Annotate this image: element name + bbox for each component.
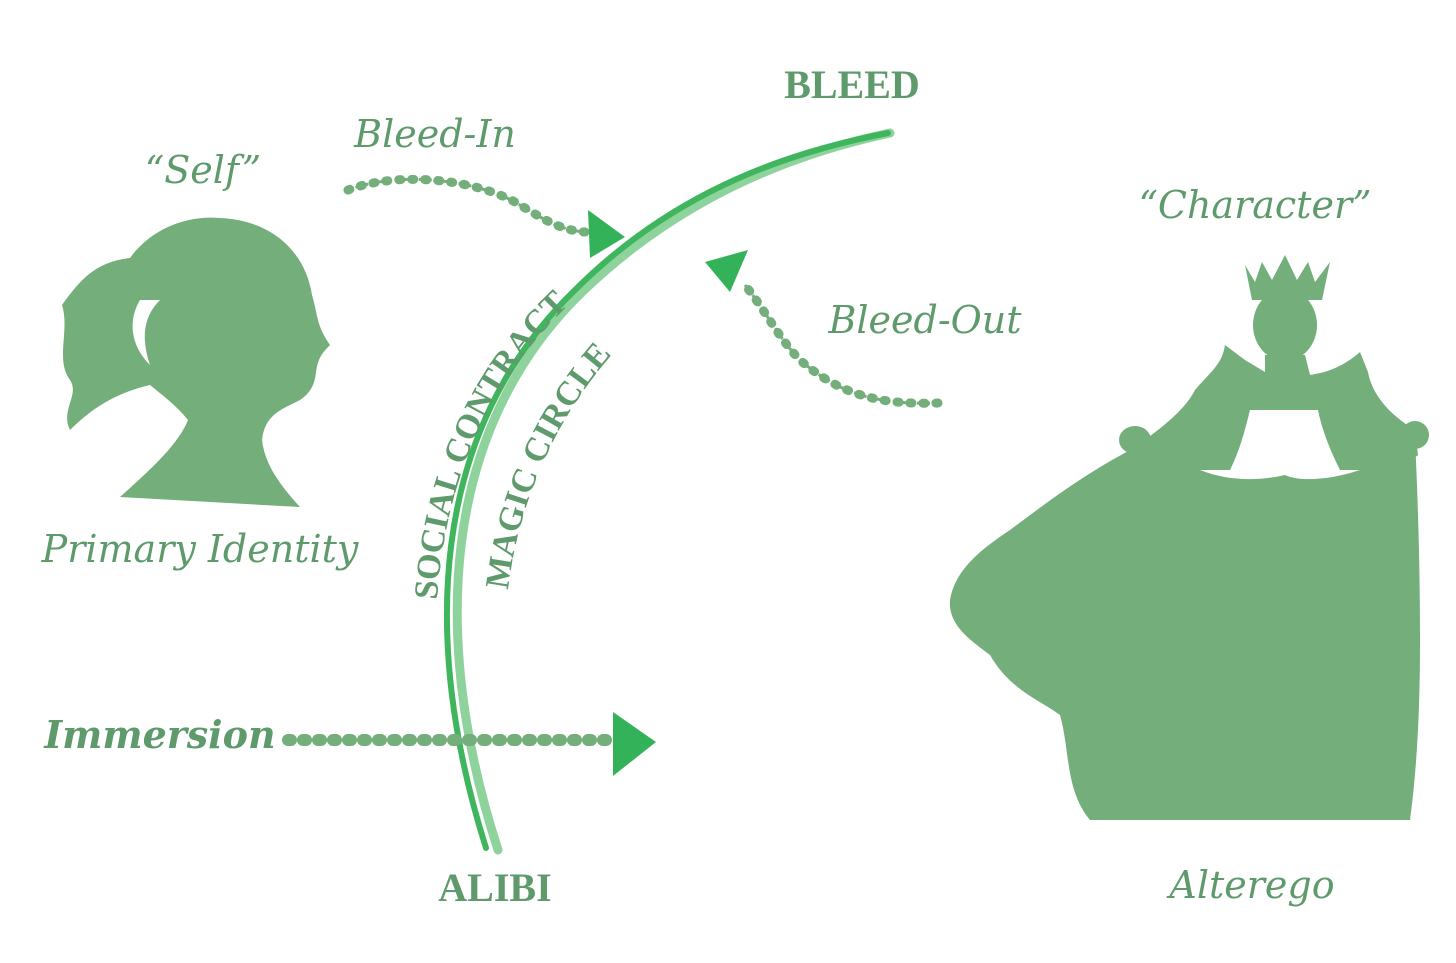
magic-circle-arc (443, 128, 895, 855)
bleed-in-label: Bleed-In (353, 112, 516, 156)
bleed-in-arrow (343, 174, 625, 258)
self-label: “Self” (145, 148, 261, 192)
primary-identity-label: Primary Identity (41, 527, 359, 571)
bleed-label: BLEED (784, 62, 920, 107)
bleed-out-label: Bleed-Out (827, 298, 1022, 342)
alibi-label: ALIBI (438, 865, 551, 910)
woman-head-silhouette-icon (62, 217, 330, 507)
character-label: “Character” (1138, 183, 1371, 227)
alterego-label: Alterego (1166, 863, 1334, 907)
princess-ballgown-silhouette-icon (949, 255, 1429, 820)
immersion-label: Immersion (43, 712, 275, 757)
immersion-arrow (282, 712, 656, 776)
bleed-out-arrow (705, 250, 943, 408)
